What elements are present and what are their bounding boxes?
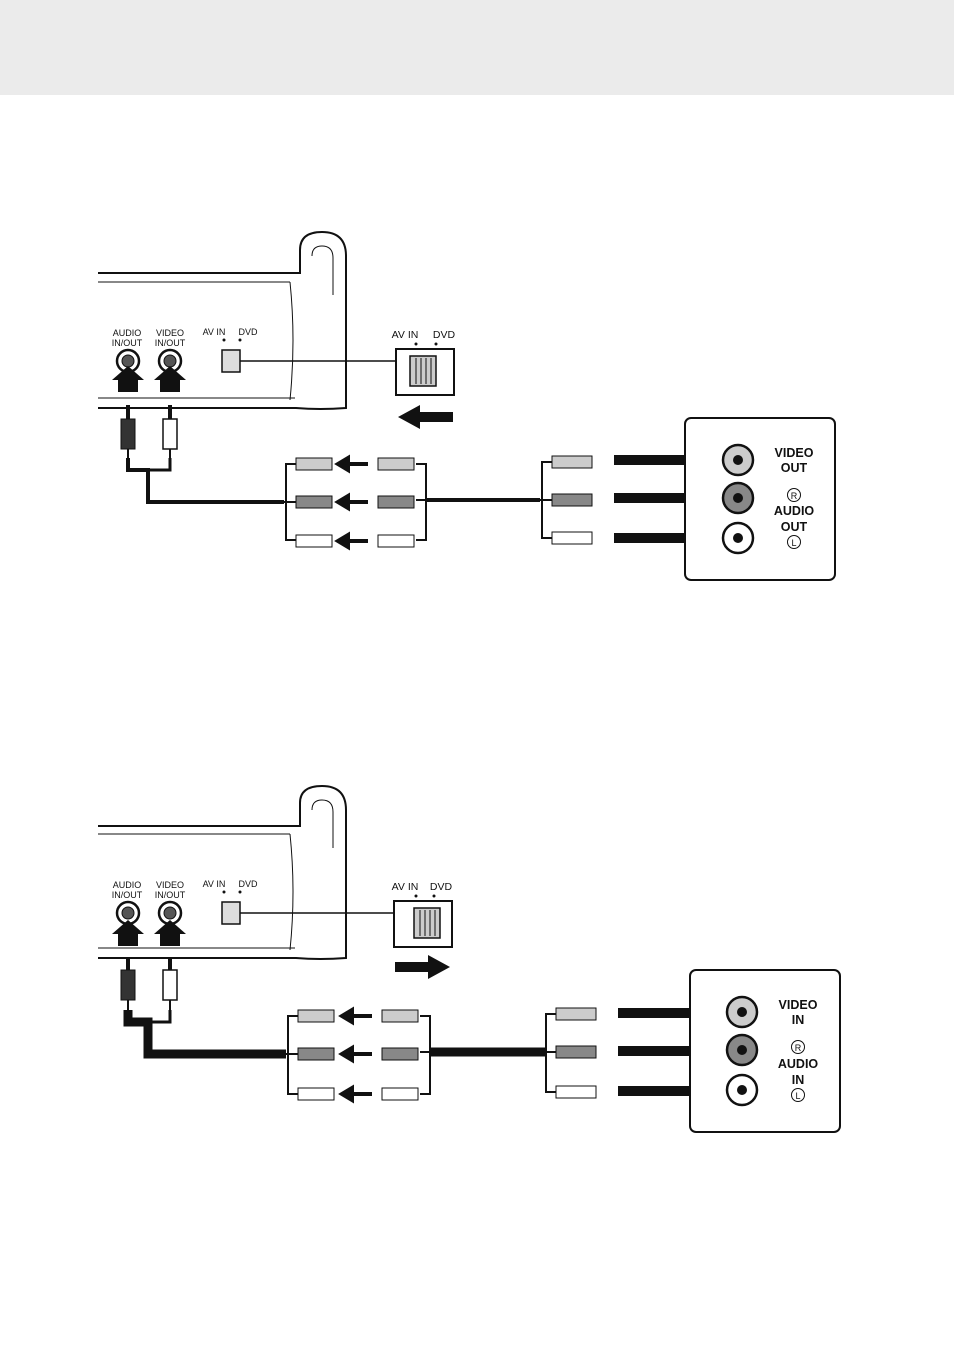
zoom-switch-label-dvd-2: DVD xyxy=(430,881,453,893)
switch-direction-arrow xyxy=(398,405,453,429)
plug-audio xyxy=(120,405,136,460)
plug-video-2 xyxy=(162,958,178,1012)
device-l-label: L xyxy=(791,538,796,548)
arrow-audio-in-2 xyxy=(112,920,144,946)
video-jack-label-line2: IN/OUT xyxy=(155,338,186,348)
adapter-row-bottom-2 xyxy=(297,1084,419,1104)
arrow-video-in-2 xyxy=(154,920,186,946)
arrow-audio-r-out xyxy=(614,485,726,511)
switch-label-avin: AV IN xyxy=(203,327,226,337)
audio-jack-label-line2: IN/OUT xyxy=(112,338,143,348)
adapter-row-mid xyxy=(295,492,415,512)
arrow-audio-l-in-dev xyxy=(618,1078,730,1104)
arrow-video-out xyxy=(614,447,726,473)
switch-label-dvd-2: DVD xyxy=(238,879,258,889)
plug-video xyxy=(162,405,178,460)
av-switch-zoom xyxy=(395,348,455,396)
diagram-2: AUDIO IN/OUT VIDEO IN/OUT AV IN DVD AV I… xyxy=(98,784,841,1133)
header-band xyxy=(0,0,954,95)
dvd-player-body-2 xyxy=(98,784,347,960)
arrow-audio-l-out xyxy=(614,525,726,551)
device-audio-label-1: AUDIO xyxy=(774,504,815,518)
plug-audio-2 xyxy=(120,958,136,1012)
switch-label-dvd: DVD xyxy=(238,327,258,337)
device-video-label-2: OUT xyxy=(781,461,808,475)
device2-r-label: R xyxy=(795,1043,802,1053)
source-device-panel xyxy=(684,417,836,581)
video-jack-label-line1-2: VIDEO xyxy=(156,880,184,890)
switch-small-2 xyxy=(221,901,241,925)
device2-l-label: L xyxy=(795,1091,800,1101)
video-jack-label-line1: VIDEO xyxy=(156,328,184,338)
arrow-audio-r-in-dev xyxy=(618,1038,730,1064)
adapter-row-top xyxy=(295,454,415,474)
device-video-label-1: VIDEO xyxy=(775,446,814,460)
device2-audio-label-2: IN xyxy=(792,1073,805,1087)
av-switch-zoom-2 xyxy=(393,900,453,948)
switch-direction-arrow-2 xyxy=(395,955,450,979)
zoom-switch-label-dvd: DVD xyxy=(433,329,456,341)
diagram-1: AUDIO IN/OUT VIDEO IN/OUT AV IN DVD AV I… xyxy=(98,230,836,581)
device2-video-label-2: IN xyxy=(792,1013,805,1027)
adapter-row-bottom xyxy=(295,531,415,551)
audio-jack-label-line2-2: IN/OUT xyxy=(112,890,143,900)
adapter-row-mid-2 xyxy=(297,1044,419,1064)
plug-right-bottom xyxy=(551,531,593,545)
arrow-video-in xyxy=(154,366,186,392)
plug-right-top-2 xyxy=(555,1007,597,1021)
switch-label-avin-2: AV IN xyxy=(203,879,226,889)
video-jack xyxy=(157,348,183,374)
device-r-label: R xyxy=(791,491,798,501)
device2-audio-label-1: AUDIO xyxy=(778,1057,819,1071)
device-audio-label-2: OUT xyxy=(781,520,808,534)
plug-right-bottom-2 xyxy=(555,1085,597,1099)
plug-right-mid xyxy=(551,493,593,507)
dvd-player-body xyxy=(98,230,347,410)
zoom-switch-label-avin: AV IN xyxy=(392,329,419,341)
zoom-switch-label-avin-2: AV IN xyxy=(392,881,419,893)
video-jack-2 xyxy=(157,900,183,926)
arrow-audio-in xyxy=(112,366,144,392)
device2-video-label-1: VIDEO xyxy=(779,998,818,1012)
video-jack-label-line2-2: IN/OUT xyxy=(155,890,186,900)
plug-right-top xyxy=(551,455,593,469)
target-device-panel xyxy=(689,969,841,1133)
plug-right-mid-2 xyxy=(555,1045,597,1059)
adapter-row-top-2 xyxy=(297,1006,419,1026)
audio-jack-label-line1-2: AUDIO xyxy=(113,880,142,890)
audio-jack-label-line1: AUDIO xyxy=(113,328,142,338)
arrow-video-in-dev xyxy=(618,1000,730,1026)
switch-small xyxy=(221,349,241,373)
